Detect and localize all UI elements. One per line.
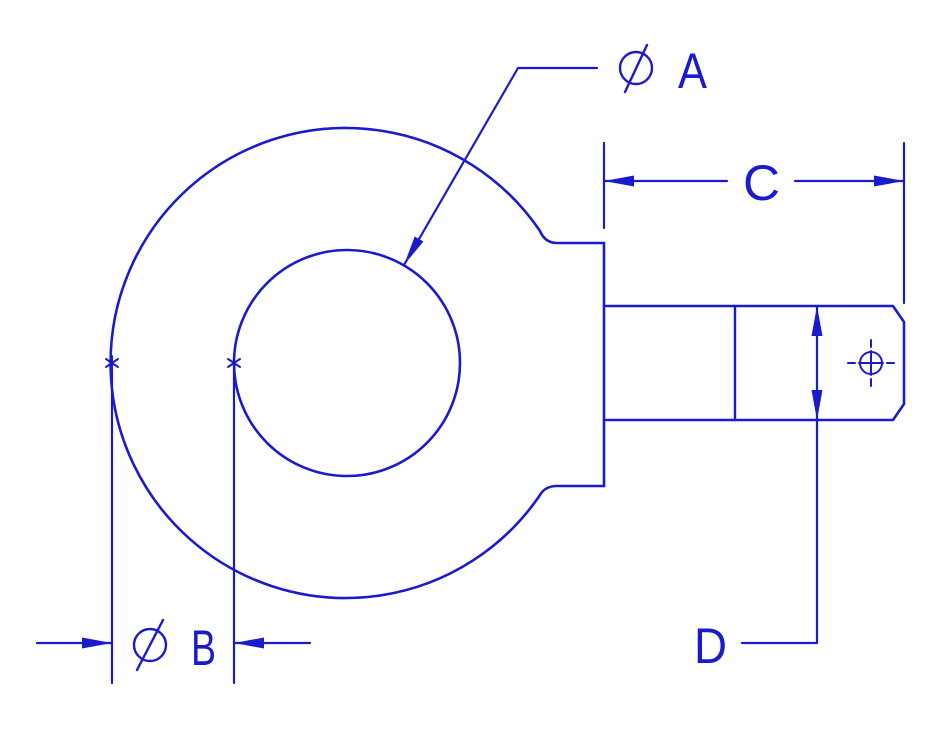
shank-outline xyxy=(602,304,906,422)
eye-ring-outer-profile xyxy=(109,126,606,600)
dim-b-diameter-icon xyxy=(132,618,168,672)
dim-c-arrow-left xyxy=(604,175,634,187)
dim-a-label: A xyxy=(678,43,708,99)
dim-a-diameter-icon xyxy=(618,43,654,94)
dim-a-leader-line xyxy=(402,66,599,267)
dim-c-label: C xyxy=(743,155,780,211)
dim-b-label: B xyxy=(191,620,216,676)
thread-center-mark xyxy=(847,339,895,387)
eye-hole-circle xyxy=(232,248,462,478)
dim-b-arrow-right xyxy=(234,637,264,649)
tangent-point-marker-inner xyxy=(227,355,241,371)
dim-a-arrowhead xyxy=(404,236,424,265)
dim-b-arrow-left xyxy=(82,637,112,649)
dim-d-arrow-bottom xyxy=(811,390,823,420)
dim-d-label: D xyxy=(694,618,727,674)
drawing-arrows-and-labels: A B C D xyxy=(82,43,904,676)
drawing-line-work xyxy=(35,43,906,685)
tangent-point-marker-outer xyxy=(105,355,119,371)
dim-c-arrow-right xyxy=(874,175,904,187)
dim-d-arrow-top xyxy=(811,306,823,336)
